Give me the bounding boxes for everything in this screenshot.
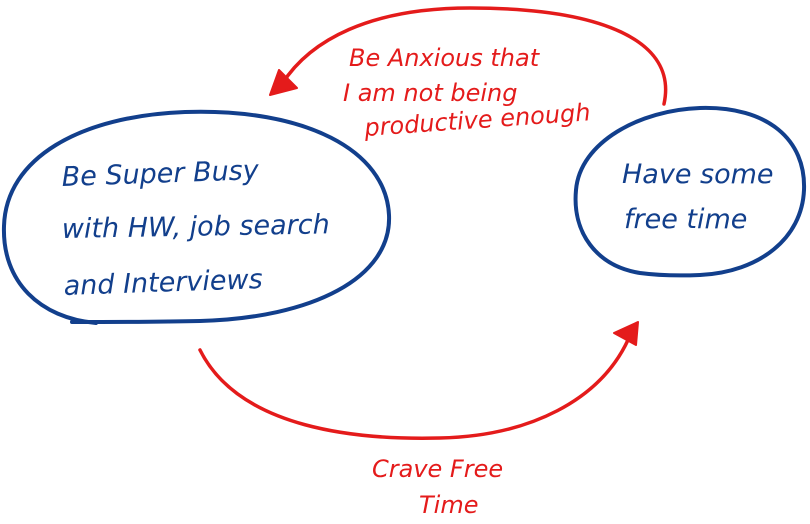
edge-top: Be Anxious that I am not being productiv… [269,6,668,142]
edge-bottom-line-1: Crave Free [372,455,503,483]
node-busy-outline [1,109,392,325]
node-free-line-1: Have some [622,159,774,190]
node-free: Have some free time [573,105,807,278]
edge-top-line-1: Be Anxious that [349,44,541,72]
node-busy-line-2: with HW, job search [62,209,330,245]
edge-top-line-2: I am not being [343,79,517,107]
edge-bottom: Crave Free Time [198,321,639,519]
edge-top-arrowhead [269,69,298,96]
edge-bottom-curve [198,338,630,440]
edge-top-curve [280,6,668,106]
edge-bottom-arrowhead [613,321,639,346]
node-free-outline [573,105,807,278]
node-free-line-2: free time [624,204,747,235]
node-busy-line-1: Be Super Busy [61,155,260,193]
edge-bottom-line-2: Time [419,491,478,519]
node-busy: Be Super Busy with HW, job search and In… [1,109,392,325]
node-busy-line-3: and Interviews [63,264,263,302]
